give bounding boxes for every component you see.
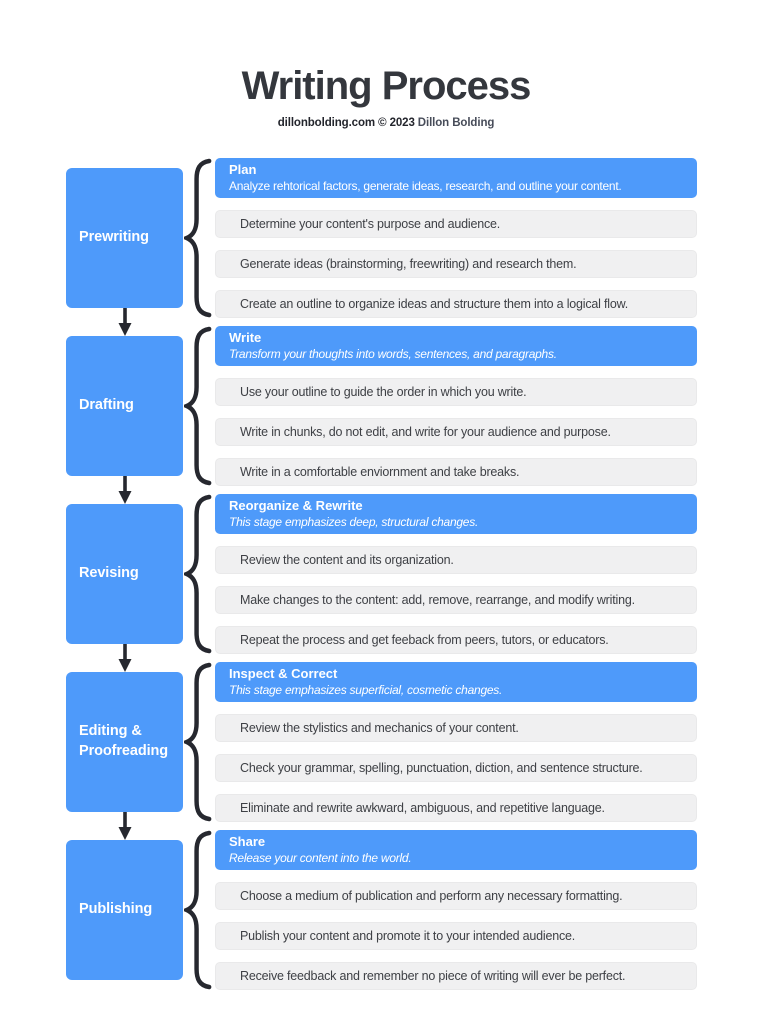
stage-label: Editing & Proofreading — [79, 723, 169, 759]
stage-label: Prewriting — [79, 229, 149, 246]
stage-tip: Review the content and its organization. — [215, 546, 697, 574]
stage-box-revising: Revising — [66, 504, 183, 644]
flow-arrow-down-icon — [118, 476, 131, 504]
stage-section-revising: Revising Reorganize & Rewrite This stage… — [66, 494, 697, 672]
stage-tip: Check your grammar, spelling, punctuatio… — [215, 754, 697, 782]
stage-header-title: Write — [229, 330, 262, 345]
stage-label: Revising — [79, 565, 139, 582]
stage-tip: Determine your content's purpose and aud… — [215, 210, 697, 238]
stage-header-card: Plan Analyze rehtorical factors, generat… — [215, 158, 697, 198]
stage-tip: Review the stylistics and mechanics of y… — [215, 714, 697, 742]
stage-content: Write Transform your thoughts into words… — [215, 326, 697, 486]
stage-header-subtitle: Transform your thoughts into words, sent… — [229, 347, 557, 361]
stage-header-subtitle: This stage emphasizes deep, structural c… — [229, 515, 479, 529]
stage-header-title: Reorganize & Rewrite — [229, 498, 363, 513]
stage-content: Inspect & Correct This stage emphasizes … — [215, 662, 697, 822]
stage-header-title: Share — [229, 834, 266, 849]
stage-section-prewriting: Prewriting Plan Analyze rehtorical facto… — [66, 158, 697, 336]
curly-brace-icon — [184, 158, 212, 318]
byline-site: dillonbolding.com © 2023 — [277, 117, 415, 129]
stage-tip: Make changes to the content: add, remove… — [215, 586, 697, 614]
stage-tip: Generate ideas (brainstorming, freewriti… — [215, 250, 697, 278]
stage-box-publishing: Publishing — [66, 840, 183, 980]
stage-header-card: Inspect & Correct This stage emphasizes … — [215, 662, 697, 702]
curly-brace-icon — [184, 662, 212, 822]
stage-header-card: Share Release your content into the worl… — [215, 830, 697, 870]
byline-author: Dillon Bolding — [417, 117, 495, 129]
stage-tip: Write in chunks, do not edit, and write … — [215, 418, 697, 446]
stage-section-editing-proofreading: Editing & Proofreading Inspect & Correct… — [66, 662, 697, 840]
stage-label: Drafting — [79, 397, 134, 414]
stage-header-title: Plan — [229, 162, 257, 177]
stage-header-subtitle: Release your content into the world. — [229, 851, 412, 865]
stage-cell: Publishing — [66, 830, 183, 990]
process-flow: Prewriting Plan Analyze rehtorical facto… — [66, 158, 697, 990]
stage-tip: Eliminate and rewrite awkward, ambiguous… — [215, 794, 697, 822]
page-header: Writing Process dillonbolding.com © 2023… — [0, 0, 772, 129]
stage-tip: Choose a medium of publication and perfo… — [215, 882, 697, 910]
stage-cell: Prewriting — [66, 158, 183, 336]
stage-box-drafting: Drafting — [66, 336, 183, 476]
curly-brace-icon — [184, 326, 212, 486]
brace-cell — [183, 326, 215, 486]
stage-header-subtitle: This stage emphasizes superficial, cosme… — [229, 683, 503, 697]
flow-arrow-down-icon — [118, 308, 131, 336]
stage-header-subtitle: Analyze rehtorical factors, generate ide… — [229, 179, 622, 193]
curly-brace-icon — [184, 494, 212, 654]
flow-arrow-down-icon — [118, 812, 131, 840]
page-title: Writing Process — [241, 64, 532, 108]
stage-content: Reorganize & Rewrite This stage emphasiz… — [215, 494, 697, 654]
stage-cell: Revising — [66, 494, 183, 672]
stage-tip: Write in a comfortable enviornment and t… — [215, 458, 697, 486]
brace-cell — [183, 662, 215, 822]
brace-cell — [183, 158, 215, 318]
stage-cell: Drafting — [66, 326, 183, 504]
stage-tip: Use your outline to guide the order in w… — [215, 378, 697, 406]
curly-brace-icon — [184, 830, 212, 990]
stage-box-editing-proofreading: Editing & Proofreading — [66, 672, 183, 812]
flow-arrow-down-icon — [118, 644, 131, 672]
brace-cell — [183, 494, 215, 654]
stage-content: Share Release your content into the worl… — [215, 830, 697, 990]
stage-box-prewriting: Prewriting — [66, 168, 183, 308]
stage-tip: Publish your content and promote it to y… — [215, 922, 697, 950]
stage-section-publishing: Publishing Share Release your content in… — [66, 830, 697, 990]
stage-header-card: Reorganize & Rewrite This stage emphasiz… — [215, 494, 697, 534]
stage-content: Plan Analyze rehtorical factors, generat… — [215, 158, 697, 318]
stage-tip: Create an outline to organize ideas and … — [215, 290, 697, 318]
stage-tip: Receive feedback and remember no piece o… — [215, 962, 697, 990]
stage-section-drafting: Drafting Write Transform your thoughts i… — [66, 326, 697, 504]
stage-tip: Repeat the process and get feeback from … — [215, 626, 697, 654]
stage-cell: Editing & Proofreading — [66, 662, 183, 840]
stage-header-title: Inspect & Correct — [229, 666, 338, 681]
stage-label: Publishing — [79, 901, 153, 918]
stage-header-card: Write Transform your thoughts into words… — [215, 326, 697, 366]
brace-cell — [183, 830, 215, 990]
